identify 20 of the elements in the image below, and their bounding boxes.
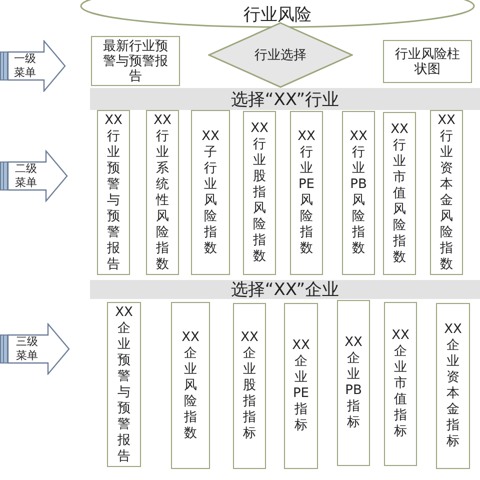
- column-box: XX企业风险指数: [171, 302, 210, 469]
- decision-diamond: 行业选择: [208, 22, 353, 88]
- section-band: 选择“XX”企业: [90, 280, 480, 299]
- column-box: XX行业系统性风险指数: [146, 110, 179, 275]
- column-box: XX企业资本金指标: [436, 303, 470, 469]
- column-box: XX行业预警与预警报告: [97, 110, 130, 275]
- column-box: XX子行业风险指数: [191, 110, 230, 275]
- section-band: 选择“XX”行业: [90, 88, 480, 110]
- column-box: XX企业股指指标: [233, 303, 266, 469]
- column-box: XX行业股指风险指数: [243, 111, 276, 275]
- process-box: 行业风险柱状图: [383, 40, 472, 83]
- column-box: XX行业PE风险指数: [290, 111, 323, 275]
- column-box: XX行业市值风险指数: [383, 112, 416, 275]
- column-box: XX行业资本金风险指数: [430, 110, 463, 275]
- column-box: XX行业PB风险指数: [342, 111, 375, 275]
- column-box: XX企业市值指标: [384, 302, 417, 466]
- process-box: 最新行业预警与预警报告: [91, 36, 180, 86]
- column-box: XX企业预警与预警报告: [107, 302, 141, 467]
- column-box: XX企业PB指标: [337, 300, 370, 466]
- column-box: XX企业PE指标: [284, 303, 318, 469]
